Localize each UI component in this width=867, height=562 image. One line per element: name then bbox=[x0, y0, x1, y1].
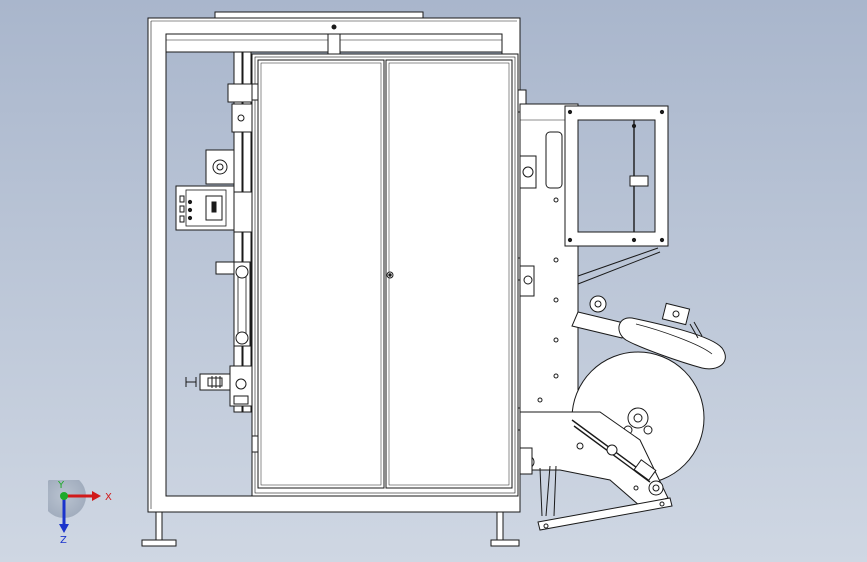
dancer-roller bbox=[618, 317, 726, 370]
z-axis-arrow bbox=[59, 496, 69, 533]
hinge bbox=[251, 435, 259, 453]
support-strut bbox=[537, 497, 673, 531]
film-frame bbox=[564, 105, 669, 247]
upper-bracket bbox=[227, 83, 253, 103]
tension-arm bbox=[571, 311, 629, 339]
coordinate-triad: X Y Z bbox=[48, 480, 112, 546]
foot-right-stem bbox=[496, 511, 504, 541]
foot-left-stem bbox=[155, 511, 163, 541]
top-header-bar bbox=[214, 11, 424, 19]
foot-right-pad bbox=[490, 539, 520, 547]
y-axis-label: Y bbox=[57, 480, 65, 491]
x-axis-arrow bbox=[64, 491, 101, 501]
foot-left-pad bbox=[141, 539, 177, 547]
z-axis-label: Z bbox=[60, 535, 67, 546]
x-axis-label: X bbox=[105, 492, 112, 503]
hinge bbox=[251, 83, 259, 101]
y-axis-marker bbox=[60, 492, 68, 500]
